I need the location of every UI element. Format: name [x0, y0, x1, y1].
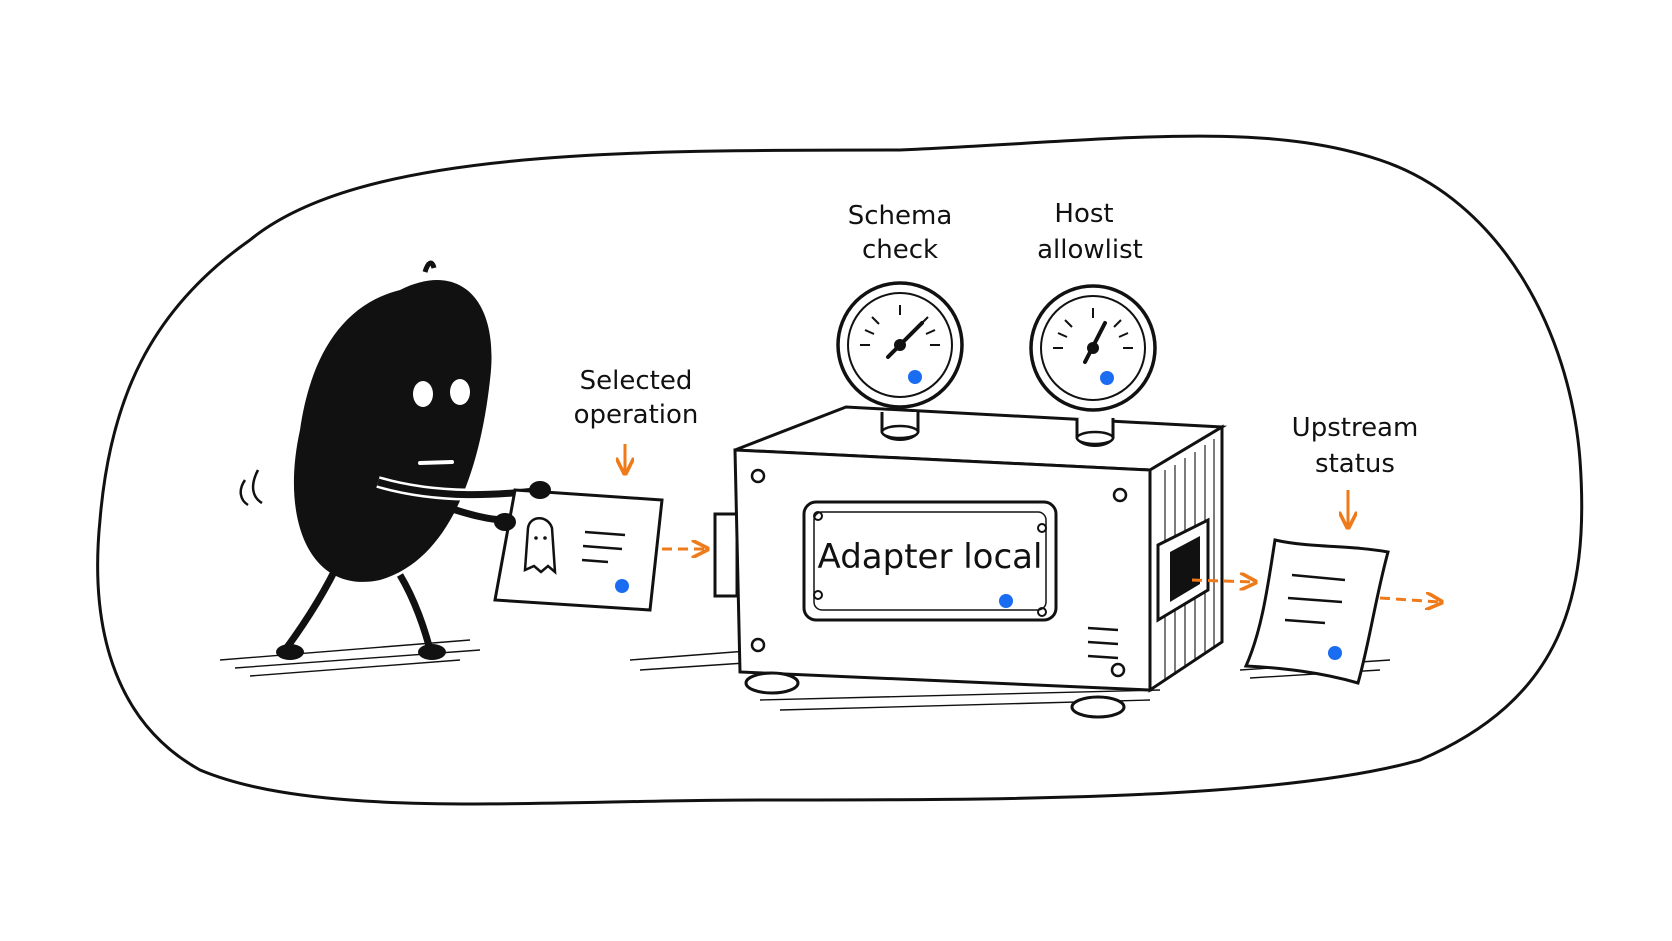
host-allowlist-gauge [1029, 284, 1157, 447]
character-leg-right [396, 573, 434, 651]
card-status-dot [615, 579, 629, 593]
adapter-plate [802, 500, 1058, 622]
background-blob [96, 134, 1584, 806]
label-host-allowlist: Host allowlist [1037, 199, 1143, 265]
label-selected-operation-line1: Selected [580, 366, 693, 396]
arrow-status-out [1379, 598, 1440, 602]
label-selected-operation: Selected operation [574, 366, 699, 430]
label-schema-check: Schema check [848, 201, 953, 265]
status-paper-dot [1328, 646, 1342, 660]
motion-lines [239, 469, 263, 507]
schema-check-gauge [836, 281, 964, 441]
character-eye-left [413, 381, 433, 407]
machine-foot-left [744, 671, 800, 695]
arrow-machine-to-status [1191, 580, 1254, 582]
adapter-label: Adapter local [818, 537, 1043, 577]
character-eye-right [450, 379, 470, 405]
upstream-status-paper [1243, 538, 1390, 685]
bean-character [239, 260, 546, 660]
character-body [293, 280, 492, 582]
adapter-status-dot [999, 594, 1013, 608]
label-selected-operation-line2: operation [574, 400, 699, 430]
label-schema-check-line1: Schema [848, 201, 953, 231]
label-host-allowlist-line2: allowlist [1037, 235, 1143, 265]
host-status-dot [1100, 371, 1114, 385]
machine-foot-right [1070, 695, 1126, 719]
ghost-icon [523, 517, 557, 575]
operation-card [493, 481, 664, 612]
label-schema-check-line2: check [862, 235, 938, 265]
character-antenna [422, 260, 437, 273]
adapter-machine: Adapter local [713, 405, 1227, 719]
character-mouth [418, 460, 454, 465]
schema-status-dot [908, 370, 922, 384]
input-slot [713, 512, 739, 598]
label-upstream-status-line2: status [1315, 449, 1395, 479]
character-leg-left [282, 568, 339, 653]
label-upstream-status: Upstream status [1292, 413, 1419, 479]
label-upstream-status-line1: Upstream [1292, 413, 1419, 443]
label-host-allowlist-line1: Host [1054, 199, 1113, 229]
